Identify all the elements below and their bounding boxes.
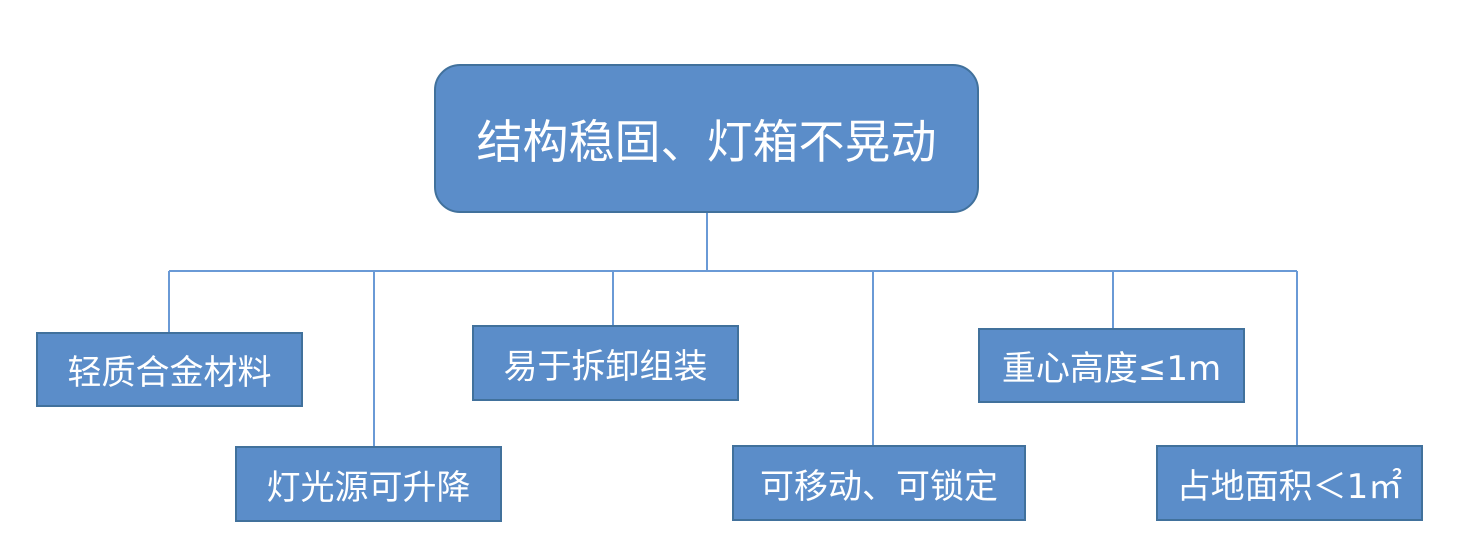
node-label: 占地面积＜1㎡ [1176,466,1403,507]
node-center-of-gravity: 重心高度≤1m [978,328,1245,403]
node-easy-assembly: 易于拆卸组装 [472,325,739,401]
node-floor-area: 占地面积＜1㎡ [1156,445,1423,521]
node-label: 轻质合金材料 [67,353,272,393]
node-movable-lockable: 可移动、可锁定 [732,445,1026,521]
node-label: 易于拆卸组装 [503,346,708,387]
root-node-stable-structure: 结构稳固、灯箱不晃动 [434,64,979,213]
node-label: 重心高度≤1m [1001,349,1222,389]
node-liftable-light-source: 灯光源可升降 [235,446,502,522]
root-node-label: 结构稳固、灯箱不晃动 [476,114,937,169]
node-lightweight-alloy: 轻质合金材料 [36,332,303,407]
node-label: 可移动、可锁定 [760,466,998,507]
node-label: 灯光源可升降 [266,467,471,508]
